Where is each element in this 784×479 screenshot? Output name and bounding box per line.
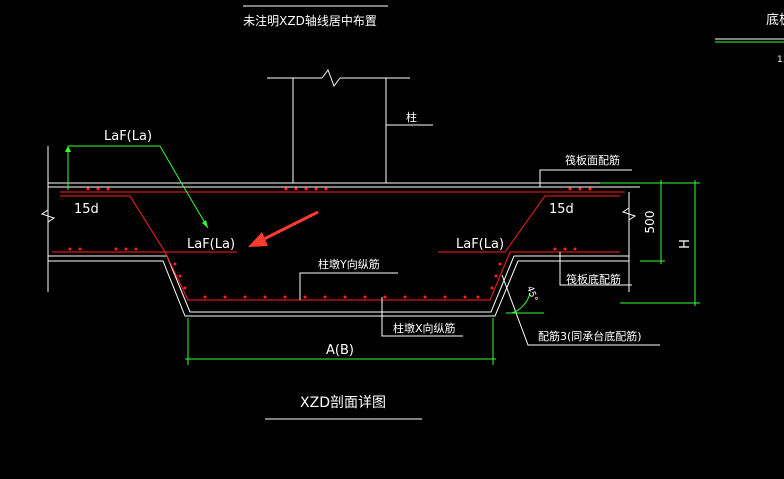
dim-500-label: 500 — [643, 211, 657, 234]
angle-label: 45° — [524, 285, 539, 303]
len-right-label: 15d — [549, 202, 574, 217]
y-bar-leader — [299, 272, 398, 300]
rebars — [52, 191, 625, 301]
right-partial-label: 底板 — [766, 12, 784, 28]
dim-ab-label: A(B) — [326, 343, 354, 358]
top-note: 未注明XZD轴线居中布置 — [243, 13, 377, 28]
laf-arrow-up — [65, 146, 71, 152]
top-bar-leader — [539, 169, 632, 187]
laf-right-label: LaF(La) — [456, 237, 504, 252]
dim-ab — [185, 318, 496, 365]
section-title: XZD剖面详图 — [300, 395, 386, 411]
column-label: 柱 — [406, 110, 417, 124]
bottom-bar-leader — [559, 252, 632, 286]
x-bar-label: 柱墩X向纵筋 — [393, 321, 456, 335]
rebar-dots — [68, 187, 592, 299]
x-bar-leader — [381, 297, 463, 337]
dim-lines-right — [600, 180, 700, 306]
laf-leader — [67, 145, 209, 229]
column — [267, 68, 410, 183]
slab-outline — [40, 146, 640, 317]
laf-left-label: LaF(La) — [187, 237, 235, 252]
angle-arc — [511, 292, 531, 314]
laf-arrow-down — [202, 220, 208, 228]
bottom-bar-label: 筏板底配筋 — [566, 272, 621, 286]
laf-upper-label: LaF(La) — [104, 129, 152, 144]
right-small-label: 1. — [777, 55, 784, 65]
highlight-arrow — [248, 210, 319, 247]
slope-label: 配筋3(同承台底配筋) — [538, 329, 642, 343]
top-bar-label: 筏板面配筋 — [565, 153, 620, 167]
dim-h-label: H — [678, 239, 693, 249]
slope-leader — [501, 274, 660, 346]
len-left-label: 15d — [74, 202, 99, 217]
y-bar-label: 柱墩Y向纵筋 — [318, 257, 380, 271]
